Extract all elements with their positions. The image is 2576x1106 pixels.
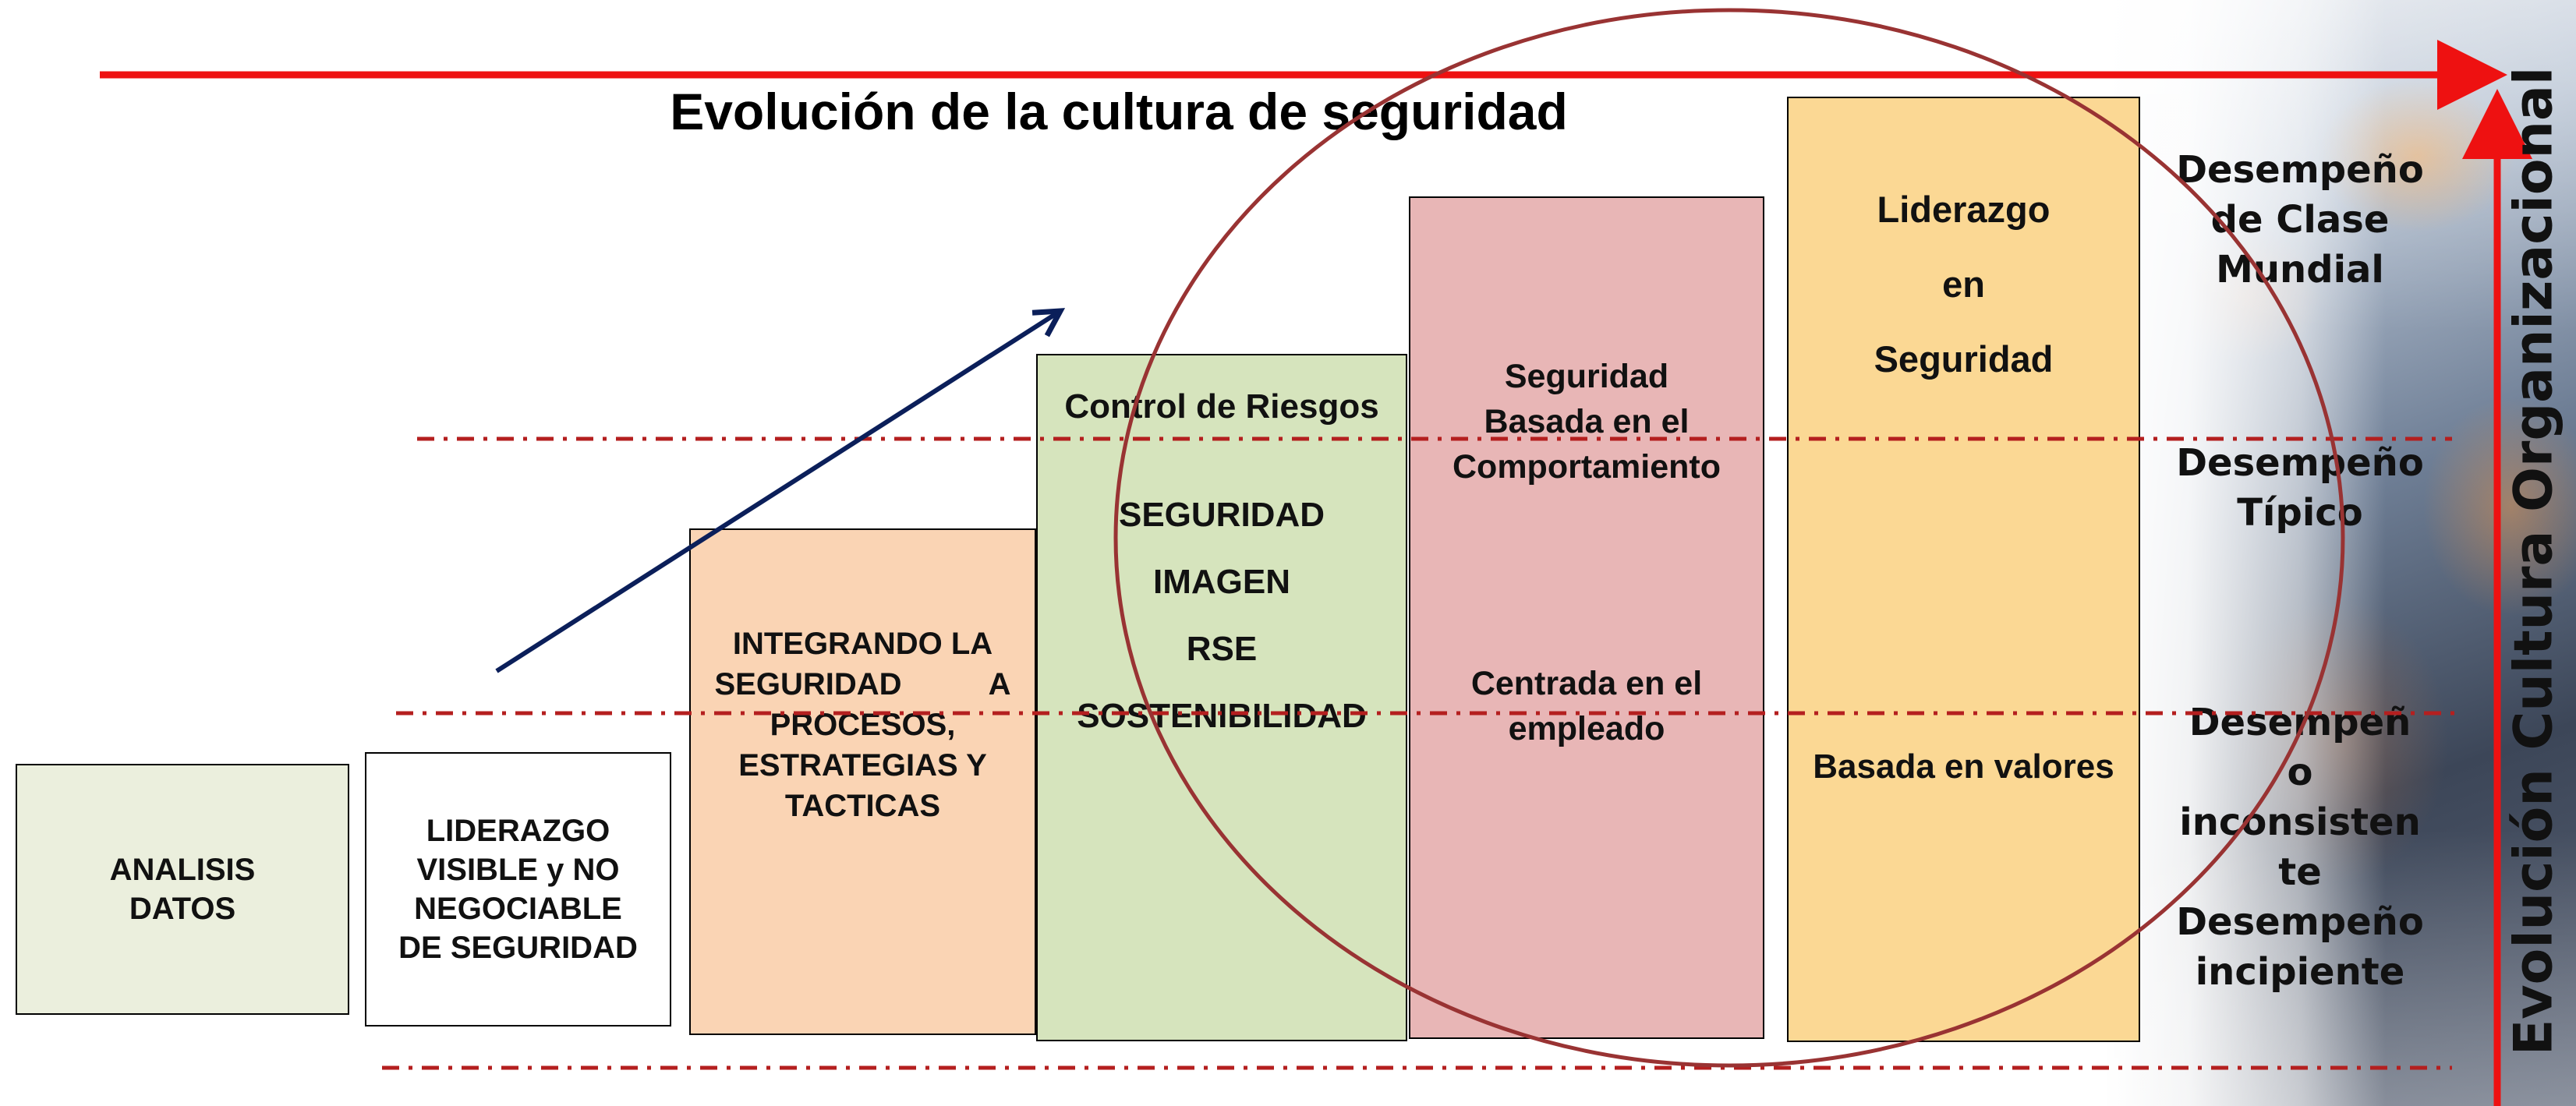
diagram-title: Evolución de la cultura de seguridad [670, 83, 1568, 140]
performance-level-line: o [2287, 751, 2313, 794]
performance-level-line: te [2278, 850, 2322, 894]
stage-analisis-line: DATOS [129, 892, 236, 926]
performance-level-line: Mundial [2216, 248, 2384, 292]
performance-level-line: incipiente [2195, 950, 2405, 994]
stage-liderazgo-visible-line: NEGOCIABLE [414, 892, 622, 926]
highlight-circle [1113, 8, 2345, 1068]
stage-analisis-box: ANALISIS DATOS [16, 764, 349, 1015]
stage-integrando-line: TACTICAS [784, 789, 941, 823]
stage-comportamiento-line: Basada en el [1484, 403, 1690, 440]
performance-level-typical: Desempeño Típico [2140, 438, 2460, 538]
stage-comportamiento-line: Seguridad [1504, 358, 1669, 395]
stage-liderazgo-visible-line: LIDERAZGO [426, 814, 610, 848]
stage-integrando-line: ESTRATEGIAS Y [738, 748, 987, 783]
performance-level-world-class: Desempeño de Clase Mundial [2140, 145, 2460, 295]
performance-level-line: Desempeñ [2189, 701, 2411, 744]
stage-liderazgo-visible-line: VISIBLE y NO [416, 853, 620, 887]
stage-comportamiento-line: Comportamiento [1453, 448, 1721, 486]
performance-level-line: inconsisten [2179, 800, 2421, 844]
vertical-axis-label-text: Evolución Cultura Organizacional [2503, 66, 2565, 1056]
stage-comportamiento-box: Seguridad Basada en el Comportamiento Ce… [1409, 196, 1764, 1039]
stage-liderazgo-visible-box: LIDERAZGO VISIBLE y NO NEGOCIABLE DE SEG… [365, 752, 671, 1026]
stage-control-item: SEGURIDAD [1118, 496, 1325, 534]
stage-integrando-box: INTEGRANDO LA SEGURIDAD A PROCESOS, ESTR… [689, 528, 1036, 1035]
stage-liderazgo-seguridad-line: en [1942, 263, 1985, 305]
stage-control-item: IMAGEN [1153, 563, 1290, 601]
stage-liderazgo-seguridad-line: Liderazgo [1877, 189, 2051, 230]
performance-level-line: Desempeño [2176, 441, 2424, 485]
performance-level-line: Desempeño [2176, 148, 2424, 192]
stage-control-item: SOSTENIBILIDAD [1077, 697, 1367, 735]
stage-comportamiento-lower-line: empleado [1508, 710, 1665, 747]
performance-level-low: Desempeñ o inconsisten te Desempeño inci… [2140, 698, 2460, 997]
stage-control-riesgos-box: Control de Riesgos SEGURIDAD IMAGEN RSE … [1036, 354, 1407, 1041]
stage-control-item: RSE [1186, 630, 1258, 668]
stage-analisis-line: ANALISIS [109, 853, 256, 887]
stage-integrando-line: SEGURIDAD A [714, 667, 1011, 701]
stage-comportamiento-lower-line: Centrada en el [1470, 665, 1703, 702]
stage-liderazgo-visible-line: DE SEGURIDAD [398, 931, 638, 965]
growth-arrow [495, 311, 1060, 673]
stage-liderazgo-seguridad-box: Liderazgo en Seguridad Basada en valores [1787, 97, 2140, 1042]
performance-level-line: Desempeño [2176, 900, 2424, 944]
stage-liderazgo-seguridad-line: Seguridad [1874, 338, 2054, 380]
performance-level-line: de Clase [2210, 198, 2390, 242]
stage-integrando-line: INTEGRANDO LA [732, 627, 993, 661]
stage-liderazgo-seguridad-lower: Basada en valores [1813, 747, 2114, 786]
stage-control-riesgos-heading: Control de Riesgos [1064, 387, 1379, 426]
